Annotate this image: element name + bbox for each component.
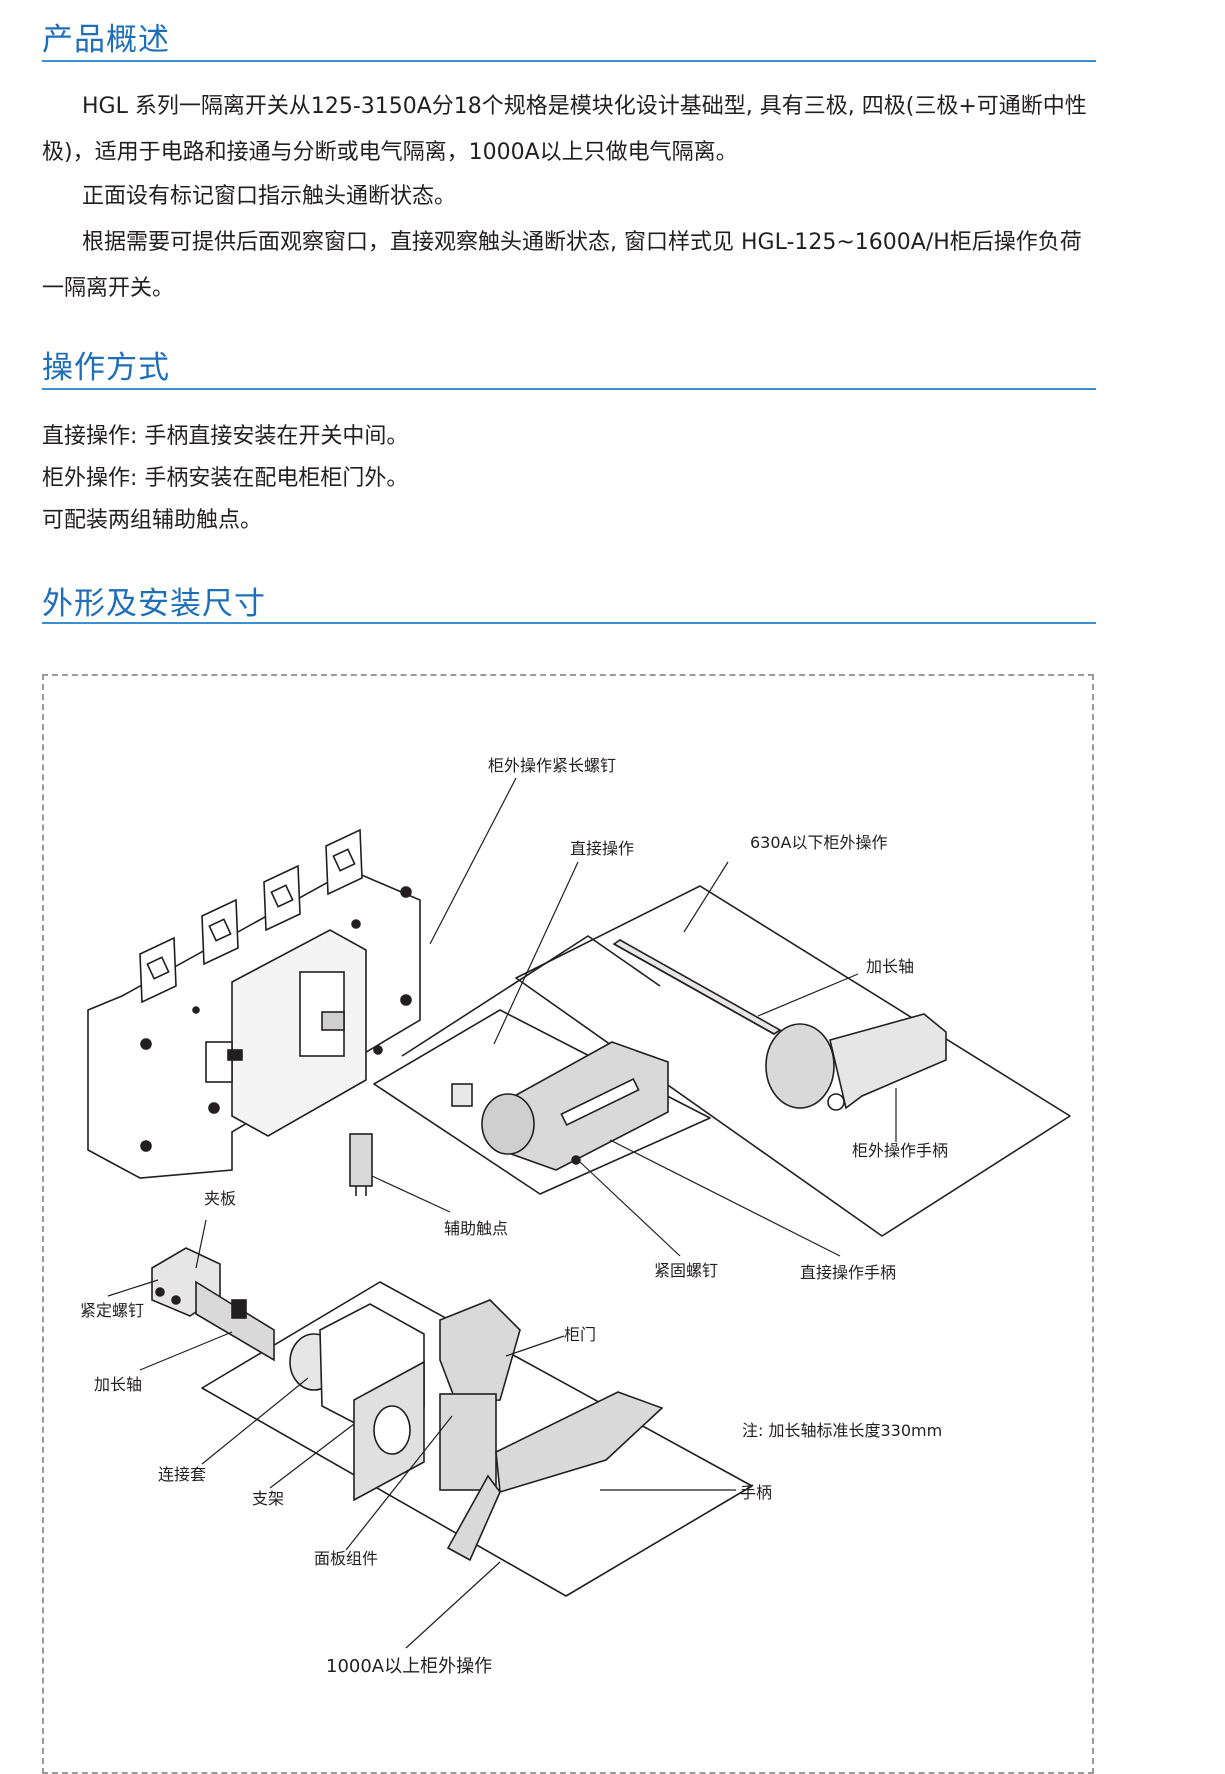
switch-body bbox=[87, 828, 421, 1179]
label-extension-shaft-top: 加长轴 bbox=[866, 957, 914, 976]
label-direct-handle: 直接操作手柄 bbox=[800, 1263, 896, 1282]
label-set-screw: 紧定螺钉 bbox=[80, 1301, 144, 1320]
section-title-dimensions: 外形及安装尺寸 bbox=[42, 586, 266, 622]
plate-direct bbox=[373, 1009, 711, 1195]
label-clamp-plate: 夹板 bbox=[204, 1189, 236, 1208]
label-above-1000a: 1000A以上柜外操作 bbox=[326, 1656, 492, 1677]
plate-630a bbox=[515, 885, 1071, 1237]
operation-line-direct: 直接操作: 手柄直接安装在开关中间。 bbox=[42, 424, 409, 449]
label-extension-shaft-left: 加长轴 bbox=[94, 1375, 142, 1394]
section-divider bbox=[42, 388, 1096, 390]
extension-shaft-top bbox=[612, 939, 782, 1035]
label-note: 注: 加长轴标准长度330mm bbox=[742, 1421, 942, 1440]
label-direct-operation: 直接操作 bbox=[570, 839, 634, 858]
label-handle: 手柄 bbox=[740, 1483, 772, 1502]
plate-1000a bbox=[201, 1281, 753, 1597]
overview-paragraph-1: HGL 系列一隔离开关从125-3150A分18个规格是模块化设计基础型, 具有… bbox=[42, 94, 1087, 165]
overview-paragraph-3: 根据需要可提供后面观察窗口，直接观察触头通断状态, 窗口样式见 HGL-125~… bbox=[42, 230, 1082, 301]
clamp-assembly bbox=[151, 1247, 275, 1362]
label-cabinet-door: 柜门 bbox=[564, 1325, 596, 1344]
label-external-handle: 柜外操作手柄 bbox=[852, 1141, 948, 1160]
section-divider bbox=[42, 60, 1096, 62]
label-fastening-screw: 紧固螺钉 bbox=[654, 1261, 718, 1280]
label-aux-contact: 辅助触点 bbox=[444, 1219, 508, 1238]
leader-lines bbox=[107, 777, 897, 1649]
aux-contact bbox=[349, 1133, 373, 1196]
cabinet-assembly bbox=[289, 1299, 664, 1562]
label-bracket: 支架 bbox=[252, 1489, 284, 1508]
label-extension-screw: 柜外操作紧长螺钉 bbox=[488, 756, 616, 775]
label-coupling-sleeve: 连接套 bbox=[158, 1465, 206, 1484]
label-panel-assembly: 面板组件 bbox=[314, 1549, 378, 1568]
section-title-operation: 操作方式 bbox=[42, 350, 170, 386]
overview-paragraph-2: 正面设有标记窗口指示触头通断状态。 bbox=[82, 184, 457, 209]
operation-line-aux: 可配装两组辅助触点。 bbox=[42, 508, 263, 533]
operation-line-external: 柜外操作: 手柄安装在配电柜柜门外。 bbox=[42, 466, 409, 491]
external-handle bbox=[765, 1013, 947, 1111]
section-title-overview: 产品概述 bbox=[42, 22, 170, 58]
label-below-630a: 630A以下柜外操作 bbox=[750, 833, 888, 852]
direct-handle bbox=[451, 1041, 669, 1171]
connector-line bbox=[401, 935, 661, 1057]
section-divider bbox=[42, 622, 1096, 624]
